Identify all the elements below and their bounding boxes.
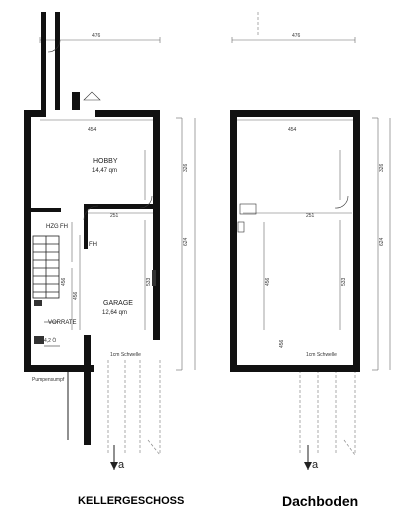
left-dim-right1: 326: [183, 163, 189, 172]
left-section-letter: a: [118, 459, 125, 471]
left-dimension-lines: [39, 37, 196, 371]
right-dim-right1: 326: [379, 163, 385, 172]
left-dim-mid: 251: [110, 213, 119, 219]
left-dim-inner: 454: [88, 127, 97, 133]
right-dim-top: 476: [292, 33, 301, 39]
left-section-marker: [110, 445, 118, 470]
room-label-hzg: HZG: [46, 224, 59, 230]
right-dim-right2: 533: [341, 277, 347, 286]
right-driveway-lines: [257, 12, 356, 456]
right-dimension-lines: [231, 37, 391, 371]
left-dim-top: 476: [92, 33, 101, 39]
room-label-hobby: HOBBY: [93, 158, 118, 165]
right-section-marker: [304, 445, 312, 470]
right-dim-inner: 454: [288, 127, 297, 133]
left-dim-side1: 456: [61, 277, 67, 286]
room-label-fh-1: FH: [60, 224, 68, 230]
right-dim-mid: 251: [306, 213, 315, 219]
room-label-vorrate: VORRATE: [48, 320, 77, 326]
caption-kellergeschoss: KELLERGESCHOSS: [78, 495, 185, 507]
left-note-pumpensumpf: Pumpensumpf: [32, 377, 65, 383]
dachboden-plan: [230, 12, 391, 470]
left-door-swings: [44, 39, 153, 347]
left-driveway-lines: [107, 360, 161, 456]
caption-dachboden: Dachboden: [282, 493, 359, 509]
left-dim-right2: 533: [146, 277, 152, 286]
left-dim-depth: 624: [183, 237, 189, 246]
left-note-schwelle: 1cm Schwelle: [110, 352, 141, 358]
right-dim-side1: 456: [265, 277, 271, 286]
right-dim-depth: 624: [379, 237, 385, 246]
right-section-letter: a: [312, 459, 319, 471]
room-area-garage: 12,64 qm: [102, 310, 128, 316]
room-label-fh-2: FH: [89, 242, 97, 248]
left-staircase: [32, 235, 60, 299]
room-area-hobby: 14,47 qm: [92, 168, 118, 174]
left-note-depth: 4,2 Ö: [44, 338, 57, 344]
left-dim-side2: 456: [73, 291, 79, 300]
kellergeschoss-plan: [24, 12, 196, 470]
left-dark-blocks: [34, 270, 156, 344]
left-walls: [24, 12, 160, 445]
room-label-garage: GARAGE: [103, 300, 133, 307]
right-note-schwelle: 1cm Schwelle: [306, 352, 337, 358]
right-dim-side2: 456: [279, 339, 285, 348]
right-walls: [230, 110, 360, 372]
right-window-marks: [237, 195, 349, 233]
